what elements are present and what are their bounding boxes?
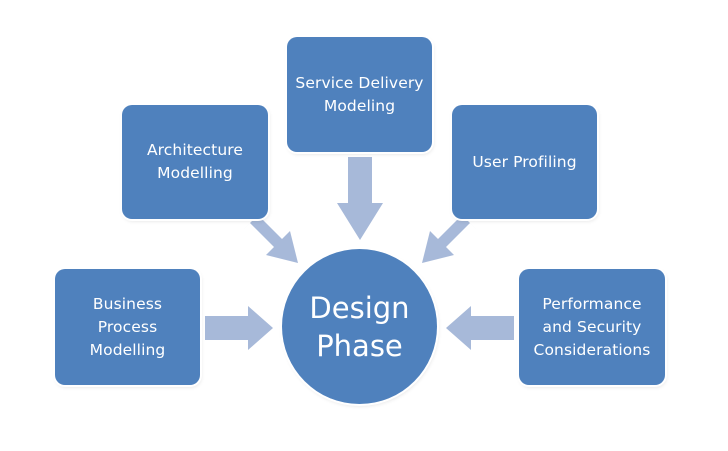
node-performance-security-considerations: Performance and Security Considerations [519, 269, 665, 385]
node-label: Service Delivery Modeling [295, 73, 424, 115]
node-label: Performance and Security Considerations [533, 294, 651, 359]
node-label: User Profiling [472, 152, 577, 171]
node-business-process-modelling: Business Process Modelling [55, 269, 200, 385]
node-architecture-modelling: Architecture Modelling [122, 105, 268, 219]
node-label: Architecture Modelling [146, 141, 244, 182]
arrow-architecture-to-design [244, 215, 298, 263]
node-service-delivery-modeling: Service Delivery Modeling [287, 37, 432, 152]
arrow-user-profiling-to-design [422, 215, 476, 263]
arrow-performance-to-design [446, 306, 514, 350]
node-design-phase: Design Phase [282, 249, 437, 404]
center-label: Design Phase [309, 290, 410, 363]
arrow-service-delivery-to-design [337, 157, 383, 240]
arrow-business-process-to-design [205, 306, 273, 350]
node-label: Business Process Modelling [89, 294, 166, 359]
node-user-profiling: User Profiling [452, 105, 597, 219]
